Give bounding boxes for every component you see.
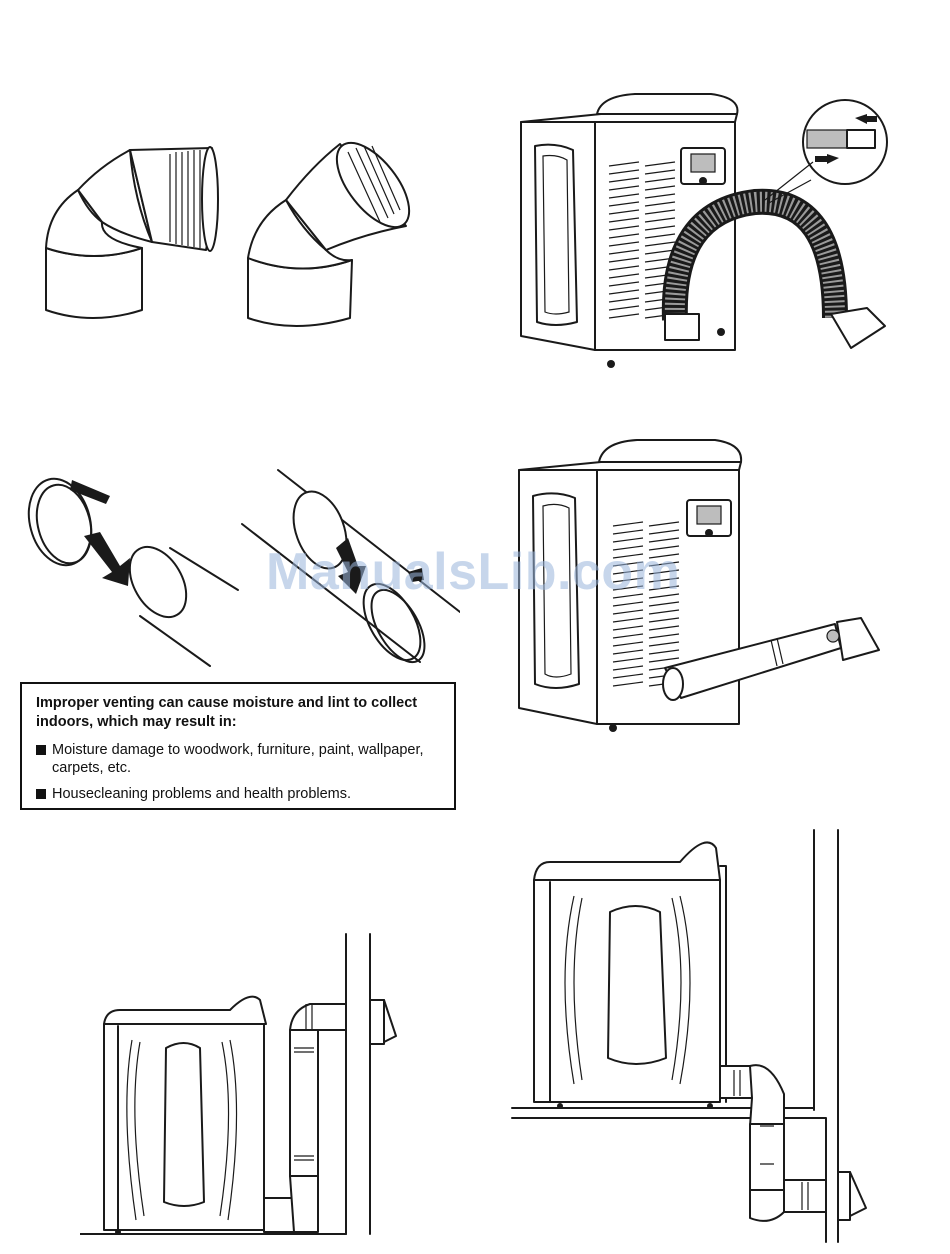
bullet-square-icon <box>36 789 46 799</box>
warning-item-text: Housecleaning problems and health proble… <box>52 786 351 802</box>
dryer-flexible-duct-illustration <box>515 92 895 372</box>
dryer-floor-exhaust-down-illustration <box>510 826 910 1246</box>
connection-detail-callout <box>765 100 887 204</box>
vent-elbows-illustration <box>30 130 430 340</box>
vent-duct <box>264 1004 346 1232</box>
vent-elbow-90-icon <box>46 147 218 318</box>
dryer-wall-exhaust-up-illustration <box>80 930 410 1240</box>
warning-item: Moisture damage to woodwork, furniture, … <box>36 741 442 777</box>
watermark: ManualsLib.com <box>266 542 680 602</box>
clamp-icon <box>20 472 110 573</box>
arrow-icon <box>84 532 130 586</box>
vent-elbow-45-icon <box>248 131 423 326</box>
vent-duct <box>720 1065 826 1221</box>
bullet-square-icon <box>36 745 46 755</box>
warning-box: Improper venting can cause moisture and … <box>20 682 456 810</box>
warning-heading: Improper venting can cause moisture and … <box>36 694 442 732</box>
warning-item: Housecleaning problems and health proble… <box>36 785 442 803</box>
warning-item-text: Moisture damage to woodwork, furniture, … <box>52 742 424 776</box>
